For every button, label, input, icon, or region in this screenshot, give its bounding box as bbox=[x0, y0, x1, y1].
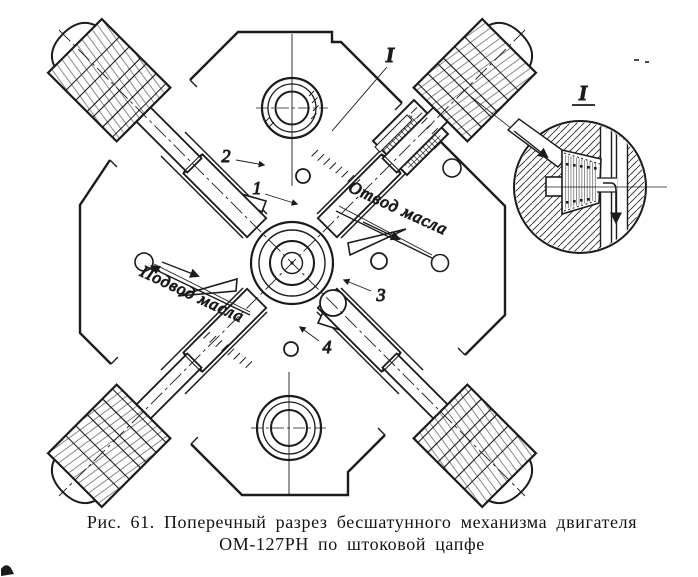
block-outline bbox=[78, 30, 507, 497]
callout-4: 4 bbox=[323, 337, 332, 357]
detail-title: I bbox=[578, 81, 588, 105]
callout-leaders bbox=[235, 159, 372, 342]
section-mark-label: I bbox=[385, 43, 395, 67]
rod-collar bbox=[442, 158, 462, 178]
oil-inlet-label: Подвод масла bbox=[136, 261, 247, 326]
callout-1: 1 bbox=[253, 178, 262, 198]
caption-line-2: ОМ-127РН по штоковой цапфе bbox=[219, 534, 485, 554]
scan-specks bbox=[634, 59, 649, 63]
callout-2: 2 bbox=[222, 146, 231, 166]
section-line bbox=[331, 66, 388, 132]
oil-outlet-leader bbox=[335, 205, 450, 273]
detail-flow-arrow bbox=[603, 182, 622, 225]
hatch-ticks bbox=[203, 101, 439, 369]
page-edge-mark bbox=[1, 565, 14, 576]
bottom-bore bbox=[251, 372, 327, 494]
top-bore bbox=[256, 34, 328, 186]
oil-inlet-leader bbox=[134, 252, 251, 316]
detail-plug bbox=[545, 176, 564, 197]
callout-3: 3 bbox=[376, 285, 386, 305]
detail-spring-box bbox=[561, 148, 602, 216]
caption-line-1: Рис. 61. Поперечный разрез бесшатунного … bbox=[87, 512, 637, 532]
centerlines bbox=[58, 29, 526, 497]
detail-circle: I bbox=[469, 81, 667, 254]
pivot-balls bbox=[283, 168, 388, 357]
